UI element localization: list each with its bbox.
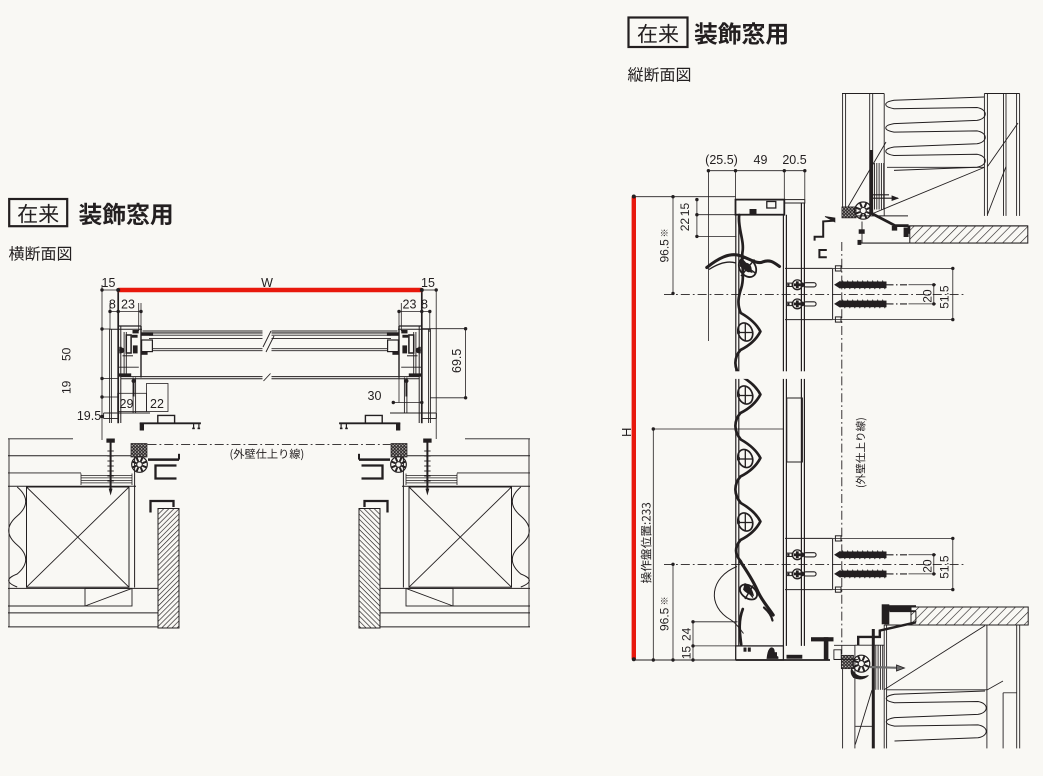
svg-text:69.5: 69.5 [450,349,464,373]
svg-text:24: 24 [680,627,694,641]
svg-text:19.5: 19.5 [77,409,101,423]
svg-text:96.5: 96.5 [658,239,672,263]
svg-text:23: 23 [121,298,135,312]
svg-text:H: H [619,428,634,437]
svg-text:51.5: 51.5 [938,555,952,579]
svg-text:20: 20 [921,559,935,573]
svg-text:50: 50 [60,347,74,361]
svg-text:30: 30 [368,389,382,403]
svg-text:15: 15 [678,203,692,217]
svg-text:8: 8 [421,298,428,312]
svg-text:29: 29 [120,397,134,411]
svg-text:W: W [261,276,273,290]
svg-text:23: 23 [403,298,417,312]
svg-text:22: 22 [150,397,164,411]
svg-text:96.5: 96.5 [658,607,672,631]
svg-text:20: 20 [921,289,935,303]
svg-text:22: 22 [678,218,692,232]
svg-text:20.5: 20.5 [782,153,806,167]
svg-text:(25.5): (25.5) [705,153,738,167]
svg-text:19: 19 [60,380,74,394]
svg-text:8: 8 [109,298,116,312]
svg-text:15: 15 [421,276,435,290]
svg-text:51.5: 51.5 [938,285,952,309]
svg-text:15: 15 [102,276,116,290]
svg-text:15: 15 [680,646,694,660]
svg-text:49: 49 [754,153,768,167]
